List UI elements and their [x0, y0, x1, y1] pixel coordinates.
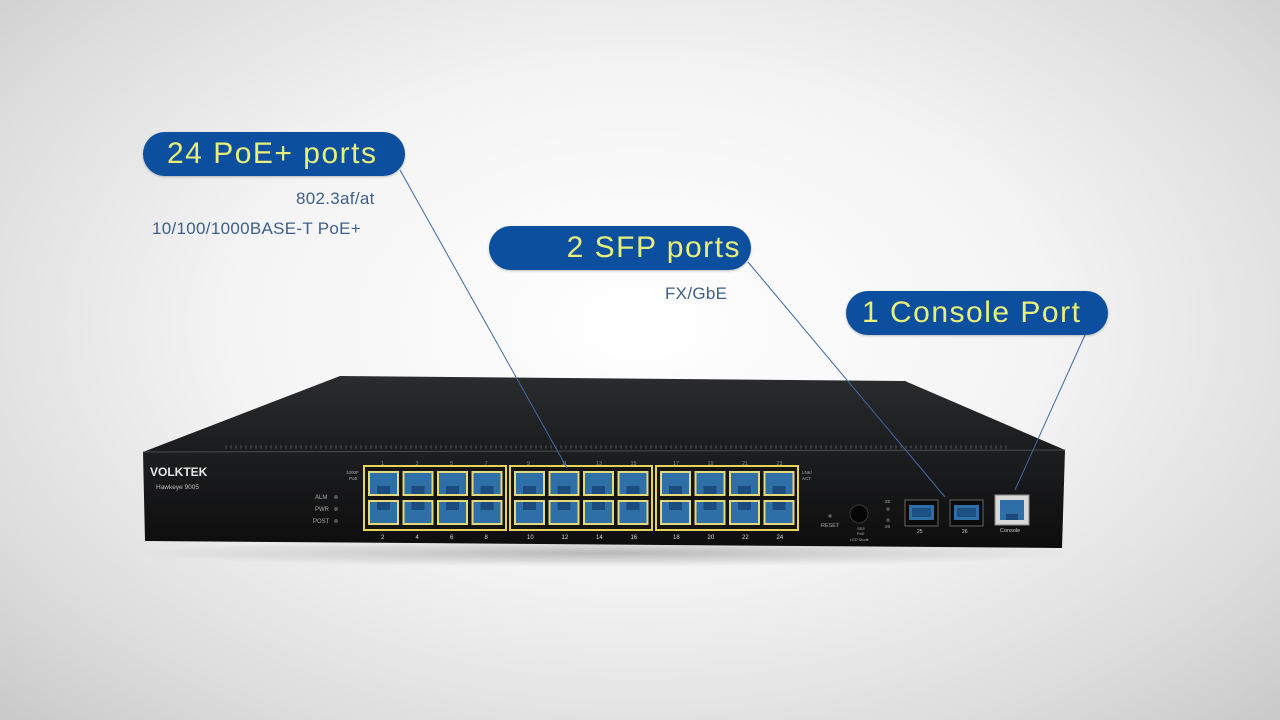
- sfp-number-26: 26: [962, 529, 968, 535]
- port-number-bottom: 24: [777, 535, 784, 541]
- port-number-bottom: 20: [708, 535, 715, 541]
- leader-line-poe: [399, 169, 568, 469]
- rj45-port-8[interactable]: [471, 500, 503, 525]
- rj45-port-24[interactable]: [763, 500, 795, 525]
- led-label-pwr: PWR: [315, 507, 330, 513]
- rj45-port-20[interactable]: [694, 500, 726, 525]
- leader-line-sfp: [747, 261, 946, 498]
- rj45-port-4[interactable]: [402, 500, 434, 525]
- lnk-act-label-2: ACT: [802, 476, 811, 481]
- sfp-led-label-25: 25: [885, 499, 891, 504]
- led-label-post: POST: [313, 519, 330, 525]
- port-number-bottom: 6: [450, 535, 454, 541]
- rj45-port-2[interactable]: [368, 500, 399, 525]
- rj45-ports: [368, 471, 795, 525]
- port-number-bottom: 14: [596, 535, 603, 541]
- rj45-port-21[interactable]: [729, 471, 760, 496]
- port-number-bottom: 12: [562, 535, 569, 541]
- led-label-alm: ALM: [315, 495, 327, 501]
- rj45-port-19[interactable]: [694, 471, 726, 496]
- led-mode-button[interactable]: [849, 504, 869, 524]
- mode-label-poe: PoE: [857, 531, 865, 536]
- port-number-top: 1: [381, 461, 384, 467]
- console-label: Console: [1000, 528, 1020, 534]
- port-number-bottom: 2: [381, 535, 385, 541]
- sfp-type-text: FX/GbE: [665, 284, 728, 303]
- rj45-port-1[interactable]: [368, 471, 399, 496]
- post-led-icon: [334, 519, 338, 523]
- model-label: Hawkeye 9005: [156, 484, 199, 491]
- reset-pinhole-icon: [828, 514, 832, 518]
- alm-led-icon: [334, 495, 338, 499]
- port-number-bottom: 16: [631, 535, 638, 541]
- sfp-port-26[interactable]: [949, 499, 984, 527]
- port-number-bottom: 10: [527, 535, 534, 541]
- poe-speed-text: 10/100/1000BASE-T PoE+: [152, 219, 362, 238]
- port-number-top: 5: [450, 461, 453, 467]
- port-number-bottom: 22: [742, 535, 749, 541]
- chassis-top: [143, 376, 1065, 452]
- poe-standard-text: 802.3af/at: [296, 189, 375, 208]
- callout-console-title: 1 Console Port: [862, 296, 1082, 329]
- rj45-port-15[interactable]: [617, 471, 649, 496]
- poe-label: 1000F: [346, 470, 359, 475]
- sfp-port-25[interactable]: [904, 499, 939, 527]
- status-leds: ALM PWR POST: [313, 495, 338, 525]
- rj45-port-16[interactable]: [617, 500, 649, 525]
- rj45-port-17[interactable]: [660, 471, 691, 496]
- port-number-top: 15: [631, 461, 637, 467]
- rj45-port-3[interactable]: [402, 471, 434, 496]
- port-number-bottom: 4: [416, 535, 420, 541]
- rj45-port-12[interactable]: [548, 500, 580, 525]
- leader-line-console: [1014, 334, 1086, 491]
- callout-console: 1 Console Port: [846, 291, 1108, 335]
- callout-poe: 24 PoE+ ports: [143, 132, 405, 176]
- port-number-top: 19: [708, 461, 714, 467]
- sfp-led-26-icon: [886, 518, 890, 522]
- port-number-top: 17: [673, 461, 679, 467]
- port-number-bottom: 18: [673, 535, 680, 541]
- rj45-port-9[interactable]: [514, 471, 545, 496]
- port-number-top: 23: [777, 461, 783, 467]
- port-number-top: 9: [527, 461, 530, 467]
- port-number-bottom: 8: [485, 535, 489, 541]
- reset-label: RESET: [821, 523, 840, 529]
- callout-sfp-title: 2 SFP ports: [566, 231, 741, 264]
- brand-logo: VOLKTEK: [150, 465, 208, 479]
- rj45-port-7[interactable]: [471, 471, 503, 496]
- rj45-port-5[interactable]: [437, 471, 468, 496]
- port-number-top: 7: [485, 461, 488, 467]
- port-number-top: 3: [416, 461, 419, 467]
- rj45-port-6[interactable]: [437, 500, 468, 525]
- poe-label-2: PoE: [349, 476, 358, 481]
- rj45-port-18[interactable]: [660, 500, 691, 525]
- sfp-number-25: 25: [917, 529, 923, 535]
- rj45-port-23[interactable]: [763, 471, 795, 496]
- port-number-top: 13: [596, 461, 602, 467]
- sfp-led-label-26: 26: [885, 524, 891, 529]
- rj45-port-11[interactable]: [548, 471, 580, 496]
- mode-label-led: LED Mode: [850, 537, 870, 542]
- rj45-port-14[interactable]: [583, 500, 614, 525]
- console-port[interactable]: [994, 494, 1030, 526]
- port-number-top: 21: [742, 461, 748, 467]
- rj45-port-22[interactable]: [729, 500, 760, 525]
- mode-label-see: SEE: [857, 526, 865, 531]
- sfp-led-25-icon: [886, 507, 890, 511]
- callout-poe-title: 24 PoE+ ports: [167, 137, 378, 170]
- rj45-port-13[interactable]: [583, 471, 614, 496]
- rj45-port-10[interactable]: [514, 500, 545, 525]
- pwr-led-icon: [334, 507, 338, 511]
- callout-sfp: 2 SFP ports: [489, 226, 751, 270]
- lnk-act-label: LNK/: [802, 470, 813, 475]
